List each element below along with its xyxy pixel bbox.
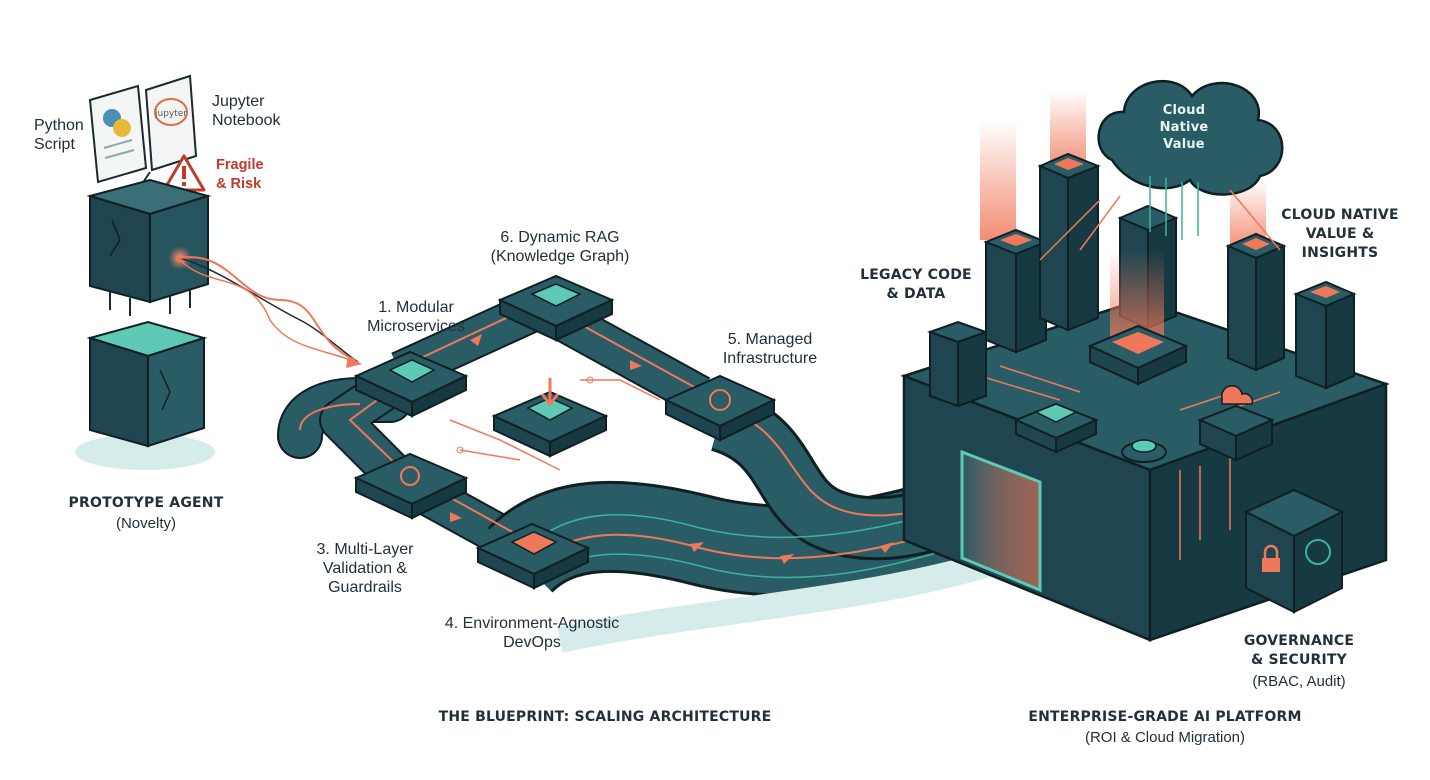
node-devops: [475, 522, 591, 590]
node-modular-microservices: [353, 350, 469, 418]
fragile-cube: [86, 178, 212, 304]
server-tower-5: [1225, 180, 1287, 372]
platform-subtitle: (ROI & Cloud Migration): [1084, 729, 1246, 746]
gear-icon: [709, 389, 731, 411]
step-6-label: 6. Dynamic RAG (Knowledge Graph): [490, 229, 630, 265]
server-tower-2: [980, 120, 1049, 354]
prototype-cube: [75, 320, 215, 470]
governance-title: GOVERNANCE & SECURITY: [1243, 633, 1355, 668]
legacy-code-label: LEGACY CODE & DATA: [860, 267, 972, 302]
step-3-label: 3. Multi-Layer Validation & Guardrails: [316, 541, 414, 596]
prototype-agent-subtitle: (Novelty): [115, 515, 176, 532]
step-5-label: 5. Managed Infrastructure: [722, 331, 818, 367]
server-tower-6: [1293, 280, 1357, 390]
step-4-label: 4. Environment-Agnostic DevOps: [444, 615, 620, 651]
enterprise-platform: [900, 79, 1390, 642]
step-1-label: 1. Modular Microservices: [367, 299, 465, 335]
cloud-native-value-label: CLOUD NATIVE VALUE & INSIGHTS: [1281, 207, 1399, 261]
python-icon: [103, 109, 131, 137]
node-dynamic-rag: [497, 274, 615, 342]
node-managed-infrastructure: [663, 374, 777, 442]
cloud-native-value-cloud: [1039, 79, 1284, 261]
prototype-agent: jupyter: [75, 74, 362, 470]
sensor-dome: [1121, 439, 1167, 463]
jupyter-notebook-document: jupyter: [144, 74, 198, 172]
prototype-agent-title: PROTOTYPE AGENT: [68, 495, 224, 511]
cloud-icon: [1221, 385, 1254, 405]
server-tower-1: [927, 320, 989, 408]
blueprint-title: THE BLUEPRINT: SCALING ARCHITECTURE: [438, 709, 772, 725]
python-script-label: Python Script: [34, 117, 84, 153]
platform-title: ENTERPRISE-GRADE AI PLATFORM: [1028, 709, 1302, 725]
node-validation-guardrails: [353, 452, 469, 520]
server-tower-3: [1037, 90, 1101, 332]
governance-subtitle: (RBAC, Audit): [1252, 673, 1346, 690]
cloud-native-value-text: Cloud Native Value: [1159, 103, 1209, 152]
svg-text:jupyter: jupyter: [154, 109, 187, 119]
database-unit: [1013, 402, 1099, 454]
central-processor: [1087, 250, 1189, 386]
jupyter-notebook-label: Jupyter Notebook: [212, 93, 281, 129]
jupyter-icon: jupyter: [154, 98, 188, 126]
python-script-document: [88, 84, 148, 184]
warning-label-line1: Fragile: [216, 157, 264, 173]
node-central: [491, 378, 609, 458]
lock-icon: [1262, 544, 1280, 572]
cloud-console: [1197, 385, 1275, 462]
warning-label-line2: & Risk: [216, 176, 262, 192]
security-vault: [1243, 488, 1345, 614]
